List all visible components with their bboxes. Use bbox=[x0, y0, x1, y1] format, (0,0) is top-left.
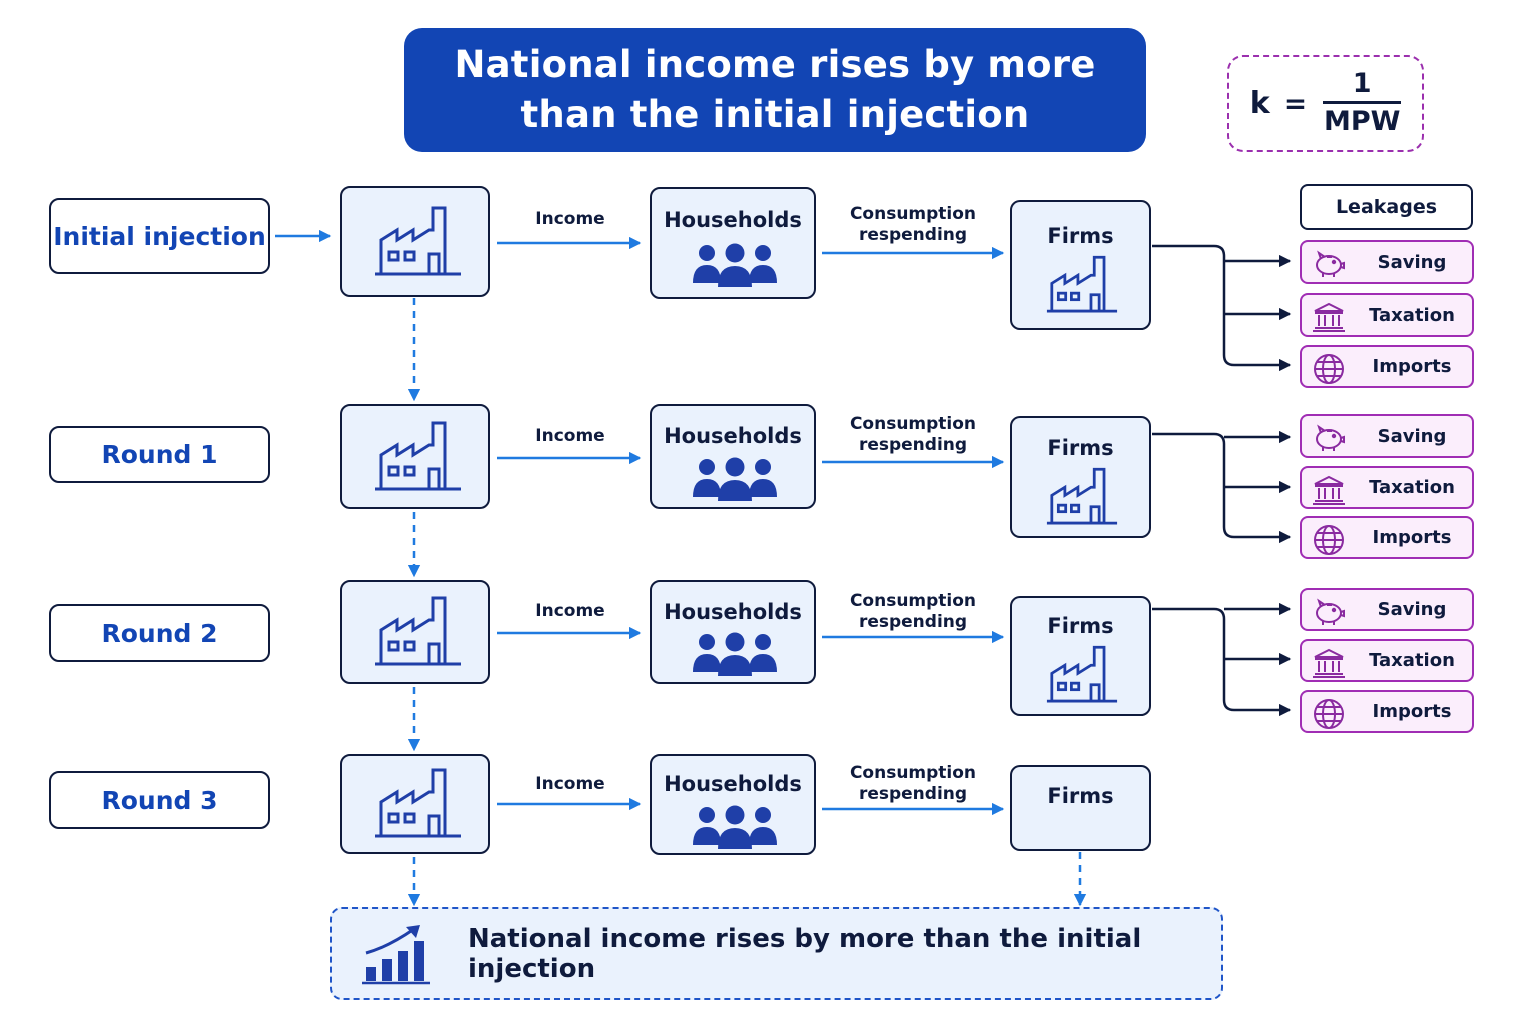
leak-label: Taxation bbox=[1369, 650, 1455, 671]
households-box-1: Households bbox=[650, 404, 816, 509]
bank-building-icon bbox=[1313, 302, 1345, 332]
households-title: Households bbox=[664, 772, 802, 796]
factory-box-1 bbox=[340, 404, 490, 509]
factory-icon bbox=[375, 768, 461, 838]
firms-title: Firms bbox=[1047, 784, 1114, 808]
consumption-line-2: respending bbox=[858, 612, 968, 632]
formula-equals: = bbox=[1283, 87, 1308, 120]
firms-title: Firms bbox=[1047, 224, 1114, 248]
result-box: National income rises by more than the i… bbox=[330, 907, 1223, 1000]
row-label-initial-injection: Initial injection bbox=[49, 198, 270, 274]
leak-label: Imports bbox=[1372, 527, 1452, 548]
leak-label: Saving bbox=[1377, 251, 1447, 273]
consumption-line-1: Consumption bbox=[849, 763, 977, 783]
people-group-icon bbox=[693, 805, 777, 849]
factory-box-0 bbox=[340, 186, 490, 297]
leak-label: Saving bbox=[1377, 599, 1447, 620]
result-text: National income rises by more than the i… bbox=[468, 923, 1142, 984]
consumption-label-0: Consumption respending bbox=[838, 204, 988, 246]
piggy-bank-icon bbox=[1316, 598, 1345, 625]
consumption-line-1: Consumption bbox=[849, 414, 977, 434]
formula-denominator: MPW bbox=[1323, 106, 1401, 137]
row-label-round-1: Round 1 bbox=[49, 426, 270, 483]
piggy-bank-icon bbox=[1316, 250, 1345, 277]
leak-label: Saving bbox=[1377, 425, 1447, 447]
globe-icon bbox=[1314, 525, 1344, 555]
leak-imports-1: Imports bbox=[1300, 516, 1474, 559]
factory-icon bbox=[1046, 467, 1118, 525]
firms-title: Firms bbox=[1047, 614, 1114, 638]
leak-imports-2: Imports bbox=[1300, 690, 1474, 733]
factory-icon bbox=[1046, 645, 1118, 703]
people-group-icon bbox=[693, 457, 777, 501]
leak-imports-0: Imports bbox=[1300, 345, 1474, 388]
leak-taxation-1: Taxation bbox=[1300, 466, 1474, 509]
leak-connector-0 bbox=[1152, 244, 1292, 372]
bar-chart-growth-icon bbox=[362, 925, 430, 985]
firms-box-3: Firms bbox=[1010, 765, 1151, 851]
consumption-line-2: respending bbox=[858, 784, 968, 804]
leak-label: Taxation bbox=[1369, 477, 1455, 498]
leak-taxation-0: Taxation bbox=[1300, 293, 1474, 337]
factory-icon bbox=[375, 596, 461, 666]
factory-icon bbox=[375, 206, 461, 276]
people-group-icon bbox=[693, 632, 777, 676]
leak-label: Imports bbox=[1372, 701, 1452, 722]
leak-label: Taxation bbox=[1369, 304, 1455, 326]
leak-connector-1 bbox=[1152, 430, 1292, 544]
households-box-3: Households bbox=[650, 754, 816, 855]
formula-numerator: 1 bbox=[1352, 68, 1372, 99]
households-title: Households bbox=[664, 208, 802, 232]
leakages-header: Leakages bbox=[1300, 184, 1473, 230]
firms-box-0: Firms bbox=[1010, 200, 1151, 330]
row-label-round-3: Round 3 bbox=[49, 771, 270, 829]
income-label-2: Income bbox=[535, 601, 605, 621]
fraction-bar bbox=[1323, 101, 1402, 104]
income-label-1: Income bbox=[535, 426, 605, 446]
people-group-icon bbox=[693, 243, 777, 287]
leak-saving-0: Saving bbox=[1300, 240, 1474, 284]
consumption-line-1: Consumption bbox=[849, 591, 977, 611]
households-box-0: Households bbox=[650, 187, 816, 299]
consumption-label-1: Consumption respending bbox=[838, 414, 988, 456]
income-label-3: Income bbox=[535, 774, 605, 794]
title-line-2: than the initial injection bbox=[520, 93, 1030, 136]
consumption-line-2: respending bbox=[858, 225, 968, 245]
bank-building-icon bbox=[1313, 648, 1345, 678]
households-title: Households bbox=[664, 600, 802, 624]
leak-taxation-2: Taxation bbox=[1300, 639, 1474, 682]
piggy-bank-icon bbox=[1316, 424, 1345, 451]
bank-building-icon bbox=[1313, 475, 1345, 505]
title-banner: National income rises by more than the i… bbox=[404, 28, 1146, 152]
globe-icon bbox=[1314, 354, 1344, 384]
factory-box-2 bbox=[340, 580, 490, 684]
globe-icon bbox=[1314, 699, 1344, 729]
factory-icon bbox=[1046, 255, 1118, 313]
factory-icon bbox=[375, 421, 461, 491]
title-line-1: National income rises by more bbox=[454, 43, 1096, 86]
firms-box-2: Firms bbox=[1010, 596, 1151, 716]
firms-box-1: Firms bbox=[1010, 416, 1151, 538]
consumption-line-1: Consumption bbox=[849, 204, 977, 224]
consumption-label-3: Consumption respending bbox=[838, 763, 988, 805]
leak-label: Imports bbox=[1372, 356, 1452, 377]
leak-connector-2 bbox=[1152, 602, 1292, 717]
income-label-0: Income bbox=[535, 209, 605, 229]
leak-saving-2: Saving bbox=[1300, 588, 1474, 631]
firms-title: Firms bbox=[1047, 436, 1114, 460]
formula-lhs: k bbox=[1249, 86, 1270, 121]
multiplier-formula: k = 1 MPW bbox=[1227, 55, 1424, 152]
consumption-line-2: respending bbox=[858, 435, 968, 455]
row-label-round-2: Round 2 bbox=[49, 604, 270, 662]
households-box-2: Households bbox=[650, 580, 816, 684]
leak-saving-1: Saving bbox=[1300, 414, 1474, 458]
factory-box-3 bbox=[340, 754, 490, 854]
formula-fraction: 1 MPW bbox=[1323, 67, 1402, 140]
consumption-label-2: Consumption respending bbox=[838, 591, 988, 633]
households-title: Households bbox=[664, 424, 802, 448]
